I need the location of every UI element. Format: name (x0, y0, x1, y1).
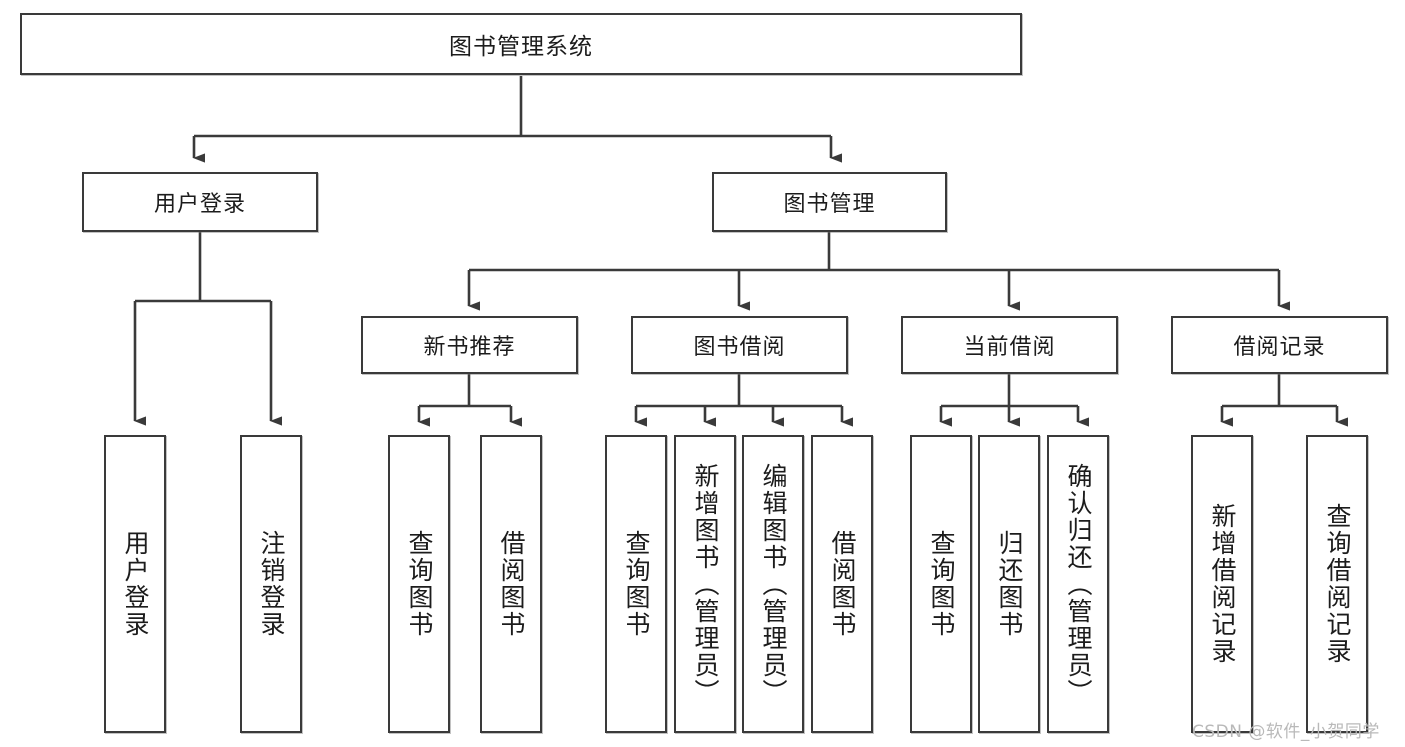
leaf-logout-login[interactable]: 注销登录 (240, 435, 302, 733)
leaf-add-book-admin[interactable]: 新增图书（管理员） (674, 435, 736, 733)
leaf-borrow-book-borrow[interactable]: 借阅图书 (811, 435, 873, 733)
node-current-borrow[interactable]: 当前借阅 (901, 316, 1118, 374)
leaf-query-book-new-book[interactable]: 查询图书 (388, 435, 450, 733)
leaf-query-book-borrow[interactable]: 查询图书 (605, 435, 667, 733)
node-user-login[interactable]: 用户登录 (82, 172, 318, 232)
leaf-add-borrow-record[interactable]: 新增借阅记录 (1191, 435, 1253, 733)
node-new-book-recommendation[interactable]: 新书推荐 (361, 316, 578, 374)
leaf-borrow-book-new-book[interactable]: 借阅图书 (480, 435, 542, 733)
leaf-edit-book-admin[interactable]: 编辑图书（管理员） (742, 435, 804, 733)
node-root-book-management-system[interactable]: 图书管理系统 (20, 13, 1022, 75)
leaf-query-borrow-record[interactable]: 查询借阅记录 (1306, 435, 1368, 733)
leaf-return-book[interactable]: 归还图书 (978, 435, 1040, 733)
leaf-query-book-current[interactable]: 查询图书 (910, 435, 972, 733)
node-book-borrow[interactable]: 图书借阅 (631, 316, 848, 374)
leaf-user-login[interactable]: 用户登录 (104, 435, 166, 733)
node-borrow-record[interactable]: 借阅记录 (1171, 316, 1388, 374)
node-book-management[interactable]: 图书管理 (712, 172, 947, 232)
leaf-confirm-return-admin[interactable]: 确认归还（管理员） (1047, 435, 1109, 733)
